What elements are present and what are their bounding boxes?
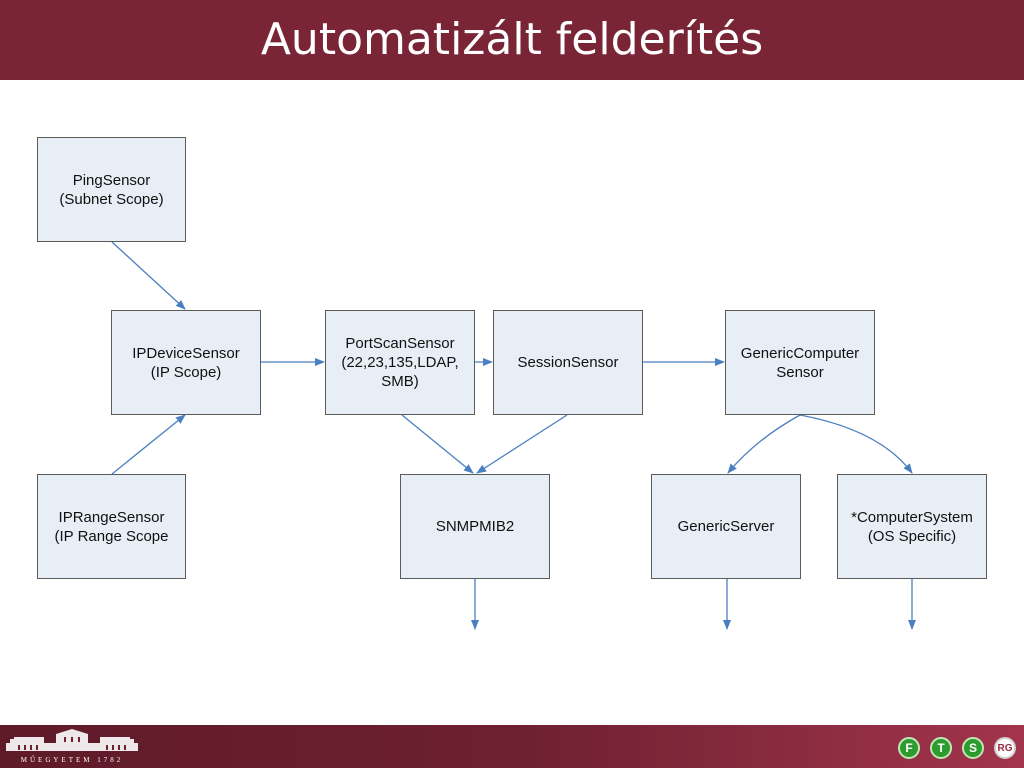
header-bar: Automatizált felderítés [0,0,1024,80]
edge-genericcomputer-to-computersystem [799,414,913,474]
node-snmpmib2: SNMPMIB2 [400,474,550,579]
university-building-icon [6,729,138,751]
edge-portscan-to-snmp [401,414,474,474]
badge-rg: RG [994,737,1016,759]
university-caption: MŰEGYETEM 1782 [20,756,124,764]
edge-ping-to-ipdevice [111,241,186,310]
diagram-connectors [111,241,916,630]
edge-genericcomputer-to-genericserver [727,414,801,474]
badge-f: F [898,737,920,759]
edge-iprange-to-ipdevice [111,414,186,475]
node-port-scan-sensor: PortScanSensor (22,23,135,LDAP, SMB) [325,310,475,415]
node-ip-device-sensor: IPDeviceSensor (IP Scope) [111,310,261,415]
slide-title: Automatizált felderítés [260,14,764,65]
edge-session-to-snmp [476,414,568,474]
fts-logo: F T S RG [898,737,1016,759]
university-logo: MŰEGYETEM 1782 [4,729,140,765]
node-computer-system: *ComputerSystem (OS Specific) [837,474,987,579]
node-ping-sensor: PingSensor (Subnet Scope) [37,137,186,242]
node-generic-server: GenericServer [651,474,801,579]
badge-t: T [930,737,952,759]
node-generic-computer-sensor: GenericComputer Sensor [725,310,875,415]
node-ip-range-sensor: IPRangeSensor (IP Range Scope [37,474,186,579]
footer-bar: MŰEGYETEM 1782 [0,725,1024,768]
node-session-sensor: SessionSensor [493,310,643,415]
badge-s: S [962,737,984,759]
